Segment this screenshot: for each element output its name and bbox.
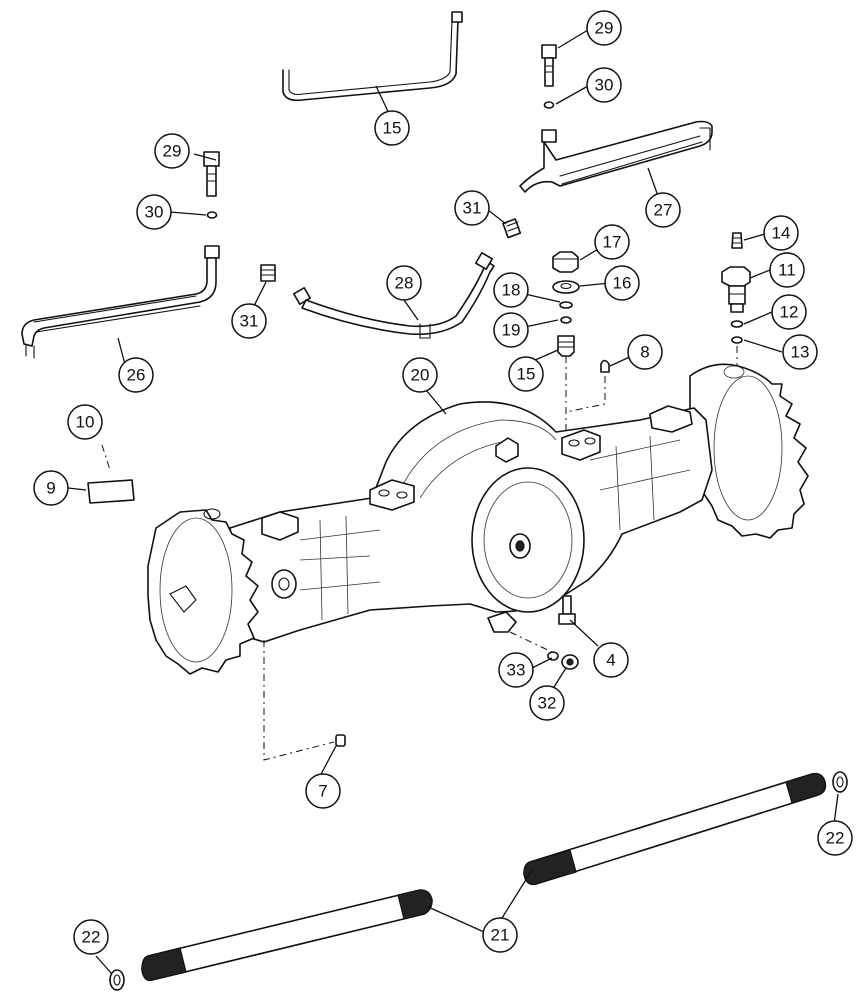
svg-text:29: 29: [595, 19, 614, 38]
fitting-31-right: [502, 218, 522, 239]
svg-text:9: 9: [46, 479, 55, 498]
callout-10: 10: [67, 404, 103, 440]
callout-22-left: 22: [73, 919, 109, 955]
svg-text:22: 22: [82, 928, 101, 947]
o-ring-18: [559, 301, 573, 309]
svg-text:33: 33: [507, 661, 526, 680]
callout-14: 14: [763, 215, 799, 251]
callout-30-right: 30: [586, 67, 622, 103]
callout-28: 28: [386, 265, 422, 301]
svg-text:28: 28: [395, 274, 414, 293]
banjo-bolt-11: [721, 266, 751, 313]
o-ring-30-left: [206, 211, 218, 219]
svg-text:22: 22: [826, 829, 845, 848]
fitting-14: [731, 232, 743, 249]
callout-29-right: 29: [586, 10, 622, 46]
assembly-line-7: [263, 640, 335, 761]
callout-27: 27: [645, 192, 681, 228]
callout-21: 21: [482, 917, 518, 953]
callout-32: 32: [529, 685, 565, 721]
callout-17: 17: [594, 224, 630, 260]
svg-text:11: 11: [778, 261, 796, 280]
svg-text:19: 19: [502, 321, 521, 340]
assembly-line-8: [565, 376, 606, 413]
callout-15-lower: 15: [508, 356, 544, 392]
o-ring-13: [731, 336, 743, 344]
callout-13: 13: [782, 334, 818, 370]
callout-4: 4: [593, 642, 629, 678]
callout-33: 33: [498, 652, 534, 688]
callout-11: 11: [769, 252, 805, 288]
svg-text:30: 30: [595, 76, 614, 95]
callout-18: 18: [493, 272, 529, 308]
axle-shaft-21-right: [523, 772, 827, 886]
svg-text:13: 13: [791, 343, 810, 362]
axle-housing-20: [147, 363, 809, 675]
cover-plate-9: [87, 479, 135, 504]
hose-28: [293, 252, 495, 339]
bolt-4: [558, 595, 576, 625]
nut-17: [552, 251, 579, 273]
callout-8: 8: [627, 334, 663, 370]
fitting-31-left: [260, 264, 276, 282]
svg-text:32: 32: [538, 694, 557, 713]
svg-text:10: 10: [76, 413, 95, 432]
thrust-washer-22-left: [109, 969, 125, 991]
svg-text:12: 12: [780, 303, 799, 322]
fitting-15-lower: [557, 335, 575, 357]
washer-16: [552, 280, 580, 294]
lubrication-tube-15: [282, 11, 463, 102]
callout-26: 26: [118, 357, 154, 393]
svg-text:27: 27: [654, 201, 673, 220]
nut-32: [561, 654, 579, 670]
fitting-29-right: [541, 44, 557, 87]
callout-9: 9: [33, 470, 69, 506]
assembly-line-33: [509, 631, 553, 653]
callout-30-left: 30: [136, 194, 172, 230]
svg-text:26: 26: [127, 366, 146, 385]
o-ring-12: [730, 320, 744, 328]
svg-text:8: 8: [640, 343, 649, 362]
lubrication-tube-27: [519, 120, 713, 193]
svg-text:7: 7: [318, 782, 327, 801]
svg-text:31: 31: [240, 312, 259, 331]
plug-8: [600, 359, 610, 373]
axle-shaft-21-left: [141, 889, 433, 982]
svg-text:14: 14: [772, 224, 791, 243]
callout-12: 12: [771, 294, 807, 330]
svg-text:30: 30: [145, 203, 164, 222]
callout-16: 16: [604, 265, 640, 301]
callout-20: 20: [402, 357, 438, 393]
svg-text:17: 17: [603, 233, 622, 252]
svg-text:29: 29: [163, 142, 182, 161]
svg-text:20: 20: [411, 366, 430, 385]
thrust-washer-22-right: [832, 771, 848, 793]
lubrication-tube-26: [21, 245, 220, 359]
callout-31-lower: 31: [231, 303, 267, 339]
o-ring-19: [560, 316, 572, 324]
callout-22-right: 22: [817, 820, 853, 856]
svg-text:16: 16: [613, 274, 632, 293]
callout-29-left: 29: [154, 133, 190, 169]
svg-text:4: 4: [606, 651, 615, 670]
svg-text:15: 15: [517, 365, 536, 384]
assembly-line-10: [101, 444, 111, 471]
svg-text:31: 31: [463, 199, 482, 218]
o-ring-30-right: [543, 101, 555, 109]
svg-text:18: 18: [502, 281, 521, 300]
svg-text:21: 21: [491, 926, 510, 945]
dowel-7: [335, 734, 346, 747]
callout-7: 7: [305, 773, 341, 809]
callout-19: 19: [493, 312, 529, 348]
svg-text:15: 15: [383, 119, 402, 138]
plug-33: [547, 651, 559, 661]
callout-31-upper: 31: [454, 190, 490, 226]
callout-15-top: 15: [374, 110, 410, 146]
